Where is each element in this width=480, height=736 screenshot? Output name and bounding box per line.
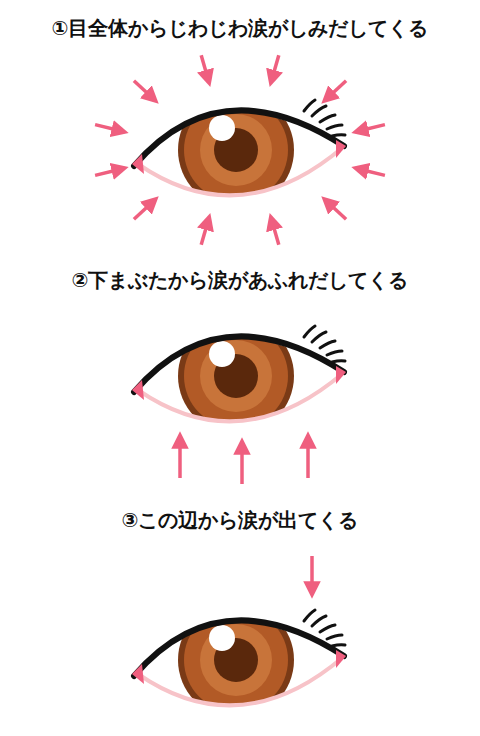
heading-text: ③この辺から涙が出てくる: [0, 508, 480, 532]
arrow: [95, 125, 120, 131]
arrow: [134, 202, 152, 219]
heading-text: ②下まぶたから涙があふれだしてくる: [0, 268, 480, 292]
arrow: [328, 81, 346, 98]
downward-arrow: [310, 556, 314, 590]
arrow: [201, 55, 208, 78]
arrow: [201, 222, 208, 245]
arrow: [360, 169, 385, 175]
upward-arrows: [180, 440, 308, 484]
heading-text: ①目全体からじわじわ涙がしみだしてくる: [0, 16, 480, 40]
arrow: [272, 55, 279, 78]
arrow: [95, 169, 120, 175]
arrow: [272, 222, 279, 245]
inward-arrows: [95, 55, 385, 244]
arrow: [360, 125, 385, 131]
arrow: [134, 81, 152, 98]
arrow: [328, 202, 346, 219]
